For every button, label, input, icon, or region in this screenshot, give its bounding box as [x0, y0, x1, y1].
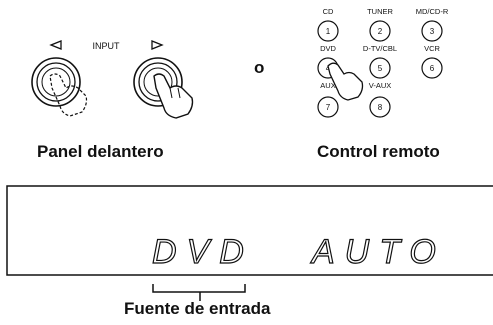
hand-pointer-icon	[153, 73, 194, 119]
remote-button-vcr[interactable]: VCR 6	[421, 44, 443, 79]
remote-control-caption: Control remoto	[317, 142, 440, 161]
front-display-diagram: DVD AUTO	[0, 180, 493, 320]
remote-button-circle[interactable]	[421, 57, 443, 79]
remote-button-v-aux[interactable]: V-AUX 8	[369, 81, 392, 118]
front-panel-diagram: INPUT	[0, 0, 230, 130]
remote-button-label: MD/CD-R	[416, 7, 449, 16]
remote-button-circle[interactable]	[369, 96, 391, 118]
front-panel-caption: Panel delantero	[37, 142, 164, 161]
remote-button-label: TUNER	[367, 7, 393, 16]
remote-button-md-cd-r[interactable]: MD/CD-R 3	[416, 7, 449, 42]
remote-button-number: 1	[326, 27, 331, 36]
remote-button-label: DVD	[320, 44, 336, 53]
remote-button-number: 8	[378, 103, 383, 112]
source-callout-bracket	[152, 284, 246, 301]
input-label: INPUT	[93, 41, 121, 51]
display-mode-text: AUTO	[310, 233, 446, 271]
remote-button-number: 7	[326, 103, 331, 112]
remote-button-number: 3	[430, 27, 435, 36]
or-separator: o	[254, 58, 265, 77]
remote-button-number: 6	[430, 64, 435, 73]
remote-button-tuner[interactable]: TUNER 2	[367, 7, 393, 42]
triangle-right-icon	[151, 40, 164, 50]
remote-button-circle[interactable]	[421, 20, 443, 42]
remote-button-label: VCR	[424, 44, 440, 53]
remote-button-circle[interactable]	[317, 20, 339, 42]
remote-button-cd[interactable]: CD 1	[317, 7, 339, 42]
remote-button-circle[interactable]	[317, 96, 339, 118]
display-source-text: DVD	[152, 233, 254, 271]
triangle-left-icon	[49, 40, 62, 50]
remote-button-aux[interactable]: AUX 7	[317, 81, 339, 118]
remote-button-label: V-AUX	[369, 81, 392, 90]
remote-button-label: AUX	[320, 81, 335, 90]
remote-button-circle[interactable]	[369, 57, 391, 79]
remote-button-label: CD	[323, 7, 334, 16]
remote-button-circle[interactable]	[369, 20, 391, 42]
remote-control-diagram: CD1TUNER2MD/CD-R3DVD4D-TV/CBL5VCR6AUX7V-…	[300, 0, 493, 135]
input-source-caption: Fuente de entrada	[124, 299, 271, 318]
hand-pointer-icon	[327, 62, 364, 101]
remote-button-number: 2	[378, 27, 383, 36]
remote-button-d-tv-cbl[interactable]: D-TV/CBL 5	[363, 44, 397, 79]
remote-button-number: 5	[378, 64, 383, 73]
remote-button-label: D-TV/CBL	[363, 44, 397, 53]
input-knob-left[interactable]	[31, 57, 81, 107]
